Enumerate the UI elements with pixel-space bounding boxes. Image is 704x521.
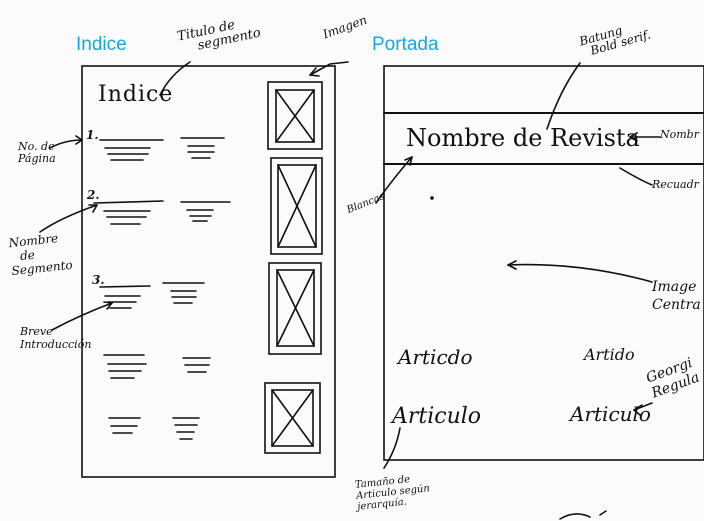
article-top-left: Articdo [398,345,473,369]
article-top-right: Artido [584,345,635,364]
arrow-nombre-right-head [629,132,638,142]
arrow-imagen [309,61,349,76]
arrow-titulo [159,61,191,96]
annotation-no-pagina: No. de Página [18,140,56,165]
indice-panel-frame [81,65,336,478]
arrow-blancas [375,156,413,204]
portada-section-title: Portada [372,34,439,55]
index-number-2: 2. [87,188,100,202]
annotation-nombre-segmento: Nombre de Segmento [7,231,74,279]
arrow-imagen-central [507,263,653,283]
arrow-imagen-head [309,67,320,77]
image-placeholder-1 [267,81,323,150]
arrow-nombre-seg-head [88,204,98,213]
bottom-scribble [559,510,607,520]
annotation-imagen-central: Image Centra [652,279,701,313]
indice-panel-heading: Indice [98,82,174,107]
arrow-breve-head [103,301,113,310]
arrow-no-pagina [49,139,83,149]
indice-section-title: Indice [76,34,127,55]
arrow-tamano [383,427,401,469]
article-bottom-left: Articulo [392,404,482,429]
annotation-breve-intro: Breve Introducción [20,325,92,351]
annotation-nombre-right: Nombr [660,128,699,141]
annotation-recuadro: Recuadr [652,178,699,191]
image-placeholder-4 [264,382,321,454]
article-bottom-right: Articulo [570,402,651,426]
index-entry-2 [93,200,231,225]
masthead-title: Nombre de Revista [406,124,640,152]
arrow-recuadro [619,167,653,186]
index-entry-5 [108,417,200,440]
index-entry-1 [99,137,225,161]
arrow-batung [546,62,581,130]
arrow-no-pagina-head [75,135,83,145]
image-placeholder-2 [270,157,323,255]
index-entry-4 [103,354,211,379]
dust-dot [430,196,434,200]
index-number-3: 3. [92,273,105,287]
arrow-imagen-central-head [507,260,517,270]
arrow-blancas-head [404,156,413,166]
image-placeholder-3 [268,262,322,355]
index-entry-3 [99,282,205,309]
arrow-georgia-head [633,404,643,416]
arrow-nombre-seg [39,204,98,233]
arrow-breve [51,302,113,331]
index-number-1: 1. [86,128,99,142]
portada-panel-frame [383,65,704,461]
